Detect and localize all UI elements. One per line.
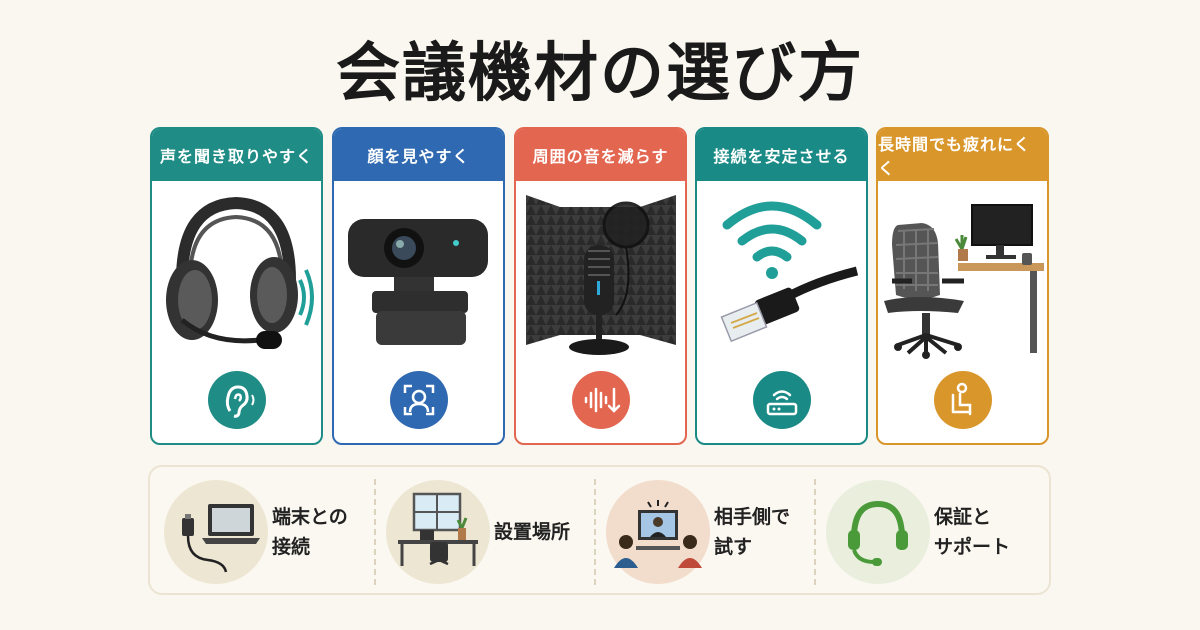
face-frame-icon [390, 371, 448, 429]
card-header: 声を聞き取りやすく [152, 129, 321, 181]
video-call-test-icon [606, 480, 710, 584]
tip-label: 設置場所 [494, 477, 590, 587]
card-see-face[interactable]: 顔を見やすく [332, 127, 505, 445]
tip-install-location[interactable]: 設置場所 [376, 477, 591, 587]
headset-image [152, 185, 321, 365]
card-hear-voice[interactable]: 声を聞き取りやすく [150, 127, 323, 445]
sound-reduce-icon [572, 371, 630, 429]
tip-label: 保証と サポート [934, 477, 1030, 587]
chair-desk-image [878, 185, 1047, 365]
bottom-tips-panel: 端末との 接続 設置場所 [148, 465, 1051, 595]
wifi-cable-image [697, 185, 866, 365]
card-less-fatigue[interactable]: 長時間でも疲れにくく [876, 127, 1049, 445]
seated-person-icon [934, 371, 992, 429]
tip-label-line: 保証と [934, 506, 992, 528]
support-headset-icon [826, 480, 930, 584]
tip-label-line: 相手側で [714, 506, 791, 528]
laptop-connection-icon [164, 480, 268, 584]
page-title: 会議機材の選び方 [336, 37, 864, 111]
card-reduce-noise[interactable]: 周囲の音を減らす [514, 127, 687, 445]
router-icon [753, 371, 811, 429]
tip-label-line: 設置場所 [494, 521, 571, 543]
card-header: 顔を見やすく [334, 129, 503, 181]
ear-icon [208, 371, 266, 429]
tip-label: 相手側で 試す [714, 477, 810, 587]
card-header: 接続を安定させる [697, 129, 866, 181]
tip-label-line: 接続 [272, 536, 311, 558]
card-header: 長時間でも疲れにくく [878, 129, 1047, 181]
divider [814, 479, 816, 585]
tip-warranty-support[interactable]: 保証と サポート [816, 477, 1031, 587]
tip-label-line: 試す [714, 536, 753, 558]
microphone-image [516, 185, 685, 365]
card-stable-connection[interactable]: 接続を安定させる [695, 127, 868, 445]
desk-window-icon [386, 480, 490, 584]
divider [594, 479, 596, 585]
tip-label-line: 端末との [272, 506, 348, 528]
divider [374, 479, 376, 585]
feature-cards: 声を聞き取りやすく 顔を見やすく [150, 127, 1050, 445]
tip-device-connection[interactable]: 端末との 接続 [154, 477, 369, 587]
webcam-image [334, 185, 503, 365]
tip-label: 端末との 接続 [272, 477, 368, 587]
tip-test-remote[interactable]: 相手側で 試す [596, 477, 811, 587]
tip-label-line: サポート [934, 536, 1011, 558]
card-header: 周囲の音を減らす [516, 129, 685, 181]
